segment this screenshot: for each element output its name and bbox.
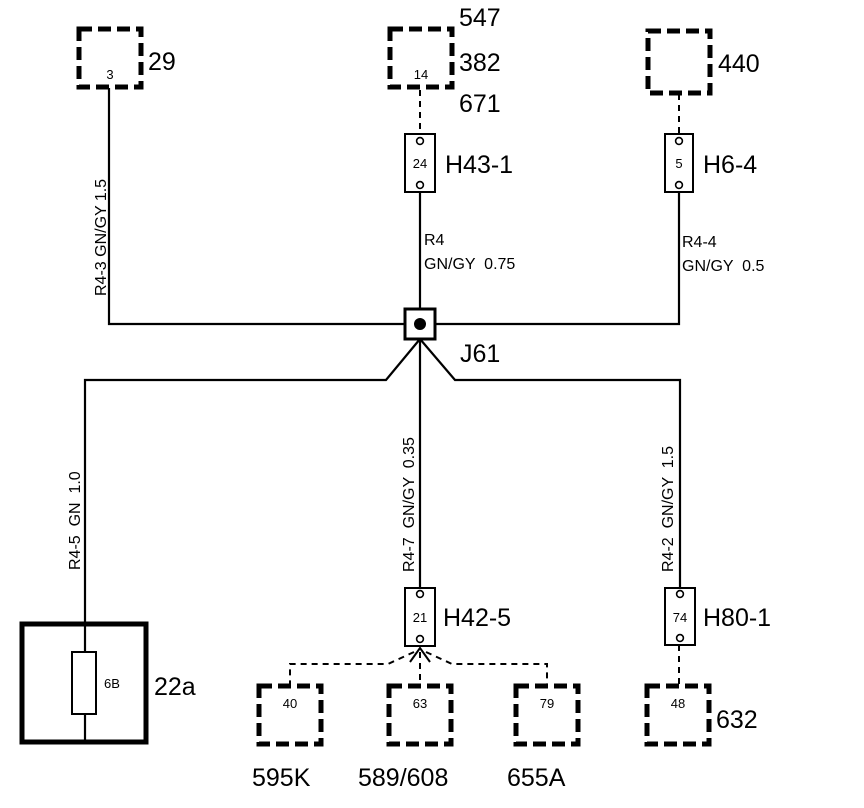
connector-h43-1-pin: 24 bbox=[413, 156, 427, 171]
connector-h80-1-pin-bottom bbox=[675, 633, 685, 643]
wire-r4-7-label: R4-7 GN/GY 0.35 bbox=[401, 437, 418, 572]
wire-r4-4 bbox=[435, 192, 681, 326]
component-547: 14 547 382 671 bbox=[387, 4, 501, 118]
component-440: 440 bbox=[645, 28, 760, 96]
component-547-pin: 14 bbox=[414, 67, 428, 82]
component-589: 63 589/608 bbox=[358, 683, 454, 792]
connector-h80-1-label: H80-1 bbox=[703, 604, 771, 632]
wire-r4-spec: GN/GY 0.75 bbox=[424, 256, 515, 273]
component-440-label: 440 bbox=[718, 50, 760, 78]
component-595k-box bbox=[256, 683, 324, 747]
connector-h43-1-label: H43-1 bbox=[445, 151, 513, 179]
dash-h42-595 bbox=[289, 651, 415, 686]
component-589-label: 589/608 bbox=[358, 764, 448, 792]
component-655a-pin: 79 bbox=[540, 696, 554, 711]
component-440-box bbox=[645, 28, 713, 96]
fuse-22a-label: 22a bbox=[154, 673, 196, 701]
fuse-22a: 6B 22a bbox=[19, 621, 196, 745]
solid-wires bbox=[83, 88, 682, 742]
connector-h6-4-pin: 5 bbox=[675, 156, 682, 171]
wire-r4-2 bbox=[419, 338, 682, 588]
component-595k: 40 595K bbox=[252, 683, 324, 792]
wire-r4-3-label: R4-3 GN/GY 1.5 bbox=[93, 179, 110, 296]
connector-h80-1-pin: 74 bbox=[673, 610, 687, 625]
component-655a-label: 655A bbox=[507, 764, 566, 792]
component-29-label: 29 bbox=[148, 48, 176, 76]
dash-h42-655 bbox=[425, 651, 548, 686]
component-547-label-3: 671 bbox=[459, 90, 501, 118]
junction-j61-label: J61 bbox=[460, 340, 500, 368]
component-547-box bbox=[387, 26, 455, 90]
wire-r4-3 bbox=[107, 88, 405, 326]
connector-h43-1: 24 H43-1 bbox=[404, 133, 513, 193]
component-589-box bbox=[386, 683, 454, 747]
connector-h6-4-pin-top bbox=[674, 136, 684, 146]
connector-h42-5-pin: 21 bbox=[413, 610, 427, 625]
component-595k-pin: 40 bbox=[283, 696, 297, 711]
connector-h80-1: 74 H80-1 bbox=[664, 587, 771, 646]
junction-j61-dot bbox=[414, 318, 426, 330]
component-547-label-2: 382 bbox=[459, 49, 501, 77]
component-29-pin: 3 bbox=[106, 67, 113, 82]
component-589-pin: 63 bbox=[413, 696, 427, 711]
wire-r4-4-spec: GN/GY 0.5 bbox=[682, 258, 765, 275]
connector-h43-1-pin-bottom bbox=[415, 180, 425, 190]
wire-r4-2-label: R4-2 GN/GY 1.5 bbox=[660, 446, 677, 572]
component-655a: 79 655A bbox=[507, 683, 581, 792]
component-29: 3 29 bbox=[76, 26, 176, 90]
connector-h80-1-pin-top bbox=[675, 589, 685, 599]
connector-h42-5-pin-top bbox=[415, 589, 425, 599]
fuse-22a-pin: 6B bbox=[104, 676, 120, 691]
connector-h43-1-pin-top bbox=[415, 136, 425, 146]
junction-j61: J61 bbox=[403, 307, 500, 368]
connector-h42-5-pin-bottom bbox=[415, 634, 425, 644]
splice-arrow bbox=[409, 646, 431, 663]
wire-r4-5-label: R4-5 GN 1.0 bbox=[67, 471, 84, 570]
component-632-box bbox=[644, 683, 712, 747]
component-29-box bbox=[76, 26, 144, 90]
connector-h42-5: 21 H42-5 bbox=[404, 587, 511, 647]
wire-r4-4-label: R4-4 bbox=[682, 234, 717, 251]
fuse-22a-element bbox=[71, 651, 97, 715]
component-595k-label: 595K bbox=[252, 764, 311, 792]
component-547-label-1: 547 bbox=[459, 4, 501, 32]
connector-h6-4-label: H6-4 bbox=[703, 151, 757, 179]
wire-r4-5 bbox=[83, 338, 421, 624]
connector-h42-5-label: H42-5 bbox=[443, 604, 511, 632]
connector-h6-4-pin-bottom bbox=[674, 180, 684, 190]
component-632-label: 632 bbox=[716, 706, 758, 734]
component-632: 48 632 bbox=[644, 683, 758, 747]
component-632-pin: 48 bbox=[671, 696, 685, 711]
connector-h6-4: 5 H6-4 bbox=[664, 133, 757, 193]
dashed-wires bbox=[289, 90, 680, 686]
wire-r4-label: R4 bbox=[424, 232, 445, 249]
component-655a-box bbox=[513, 683, 581, 747]
